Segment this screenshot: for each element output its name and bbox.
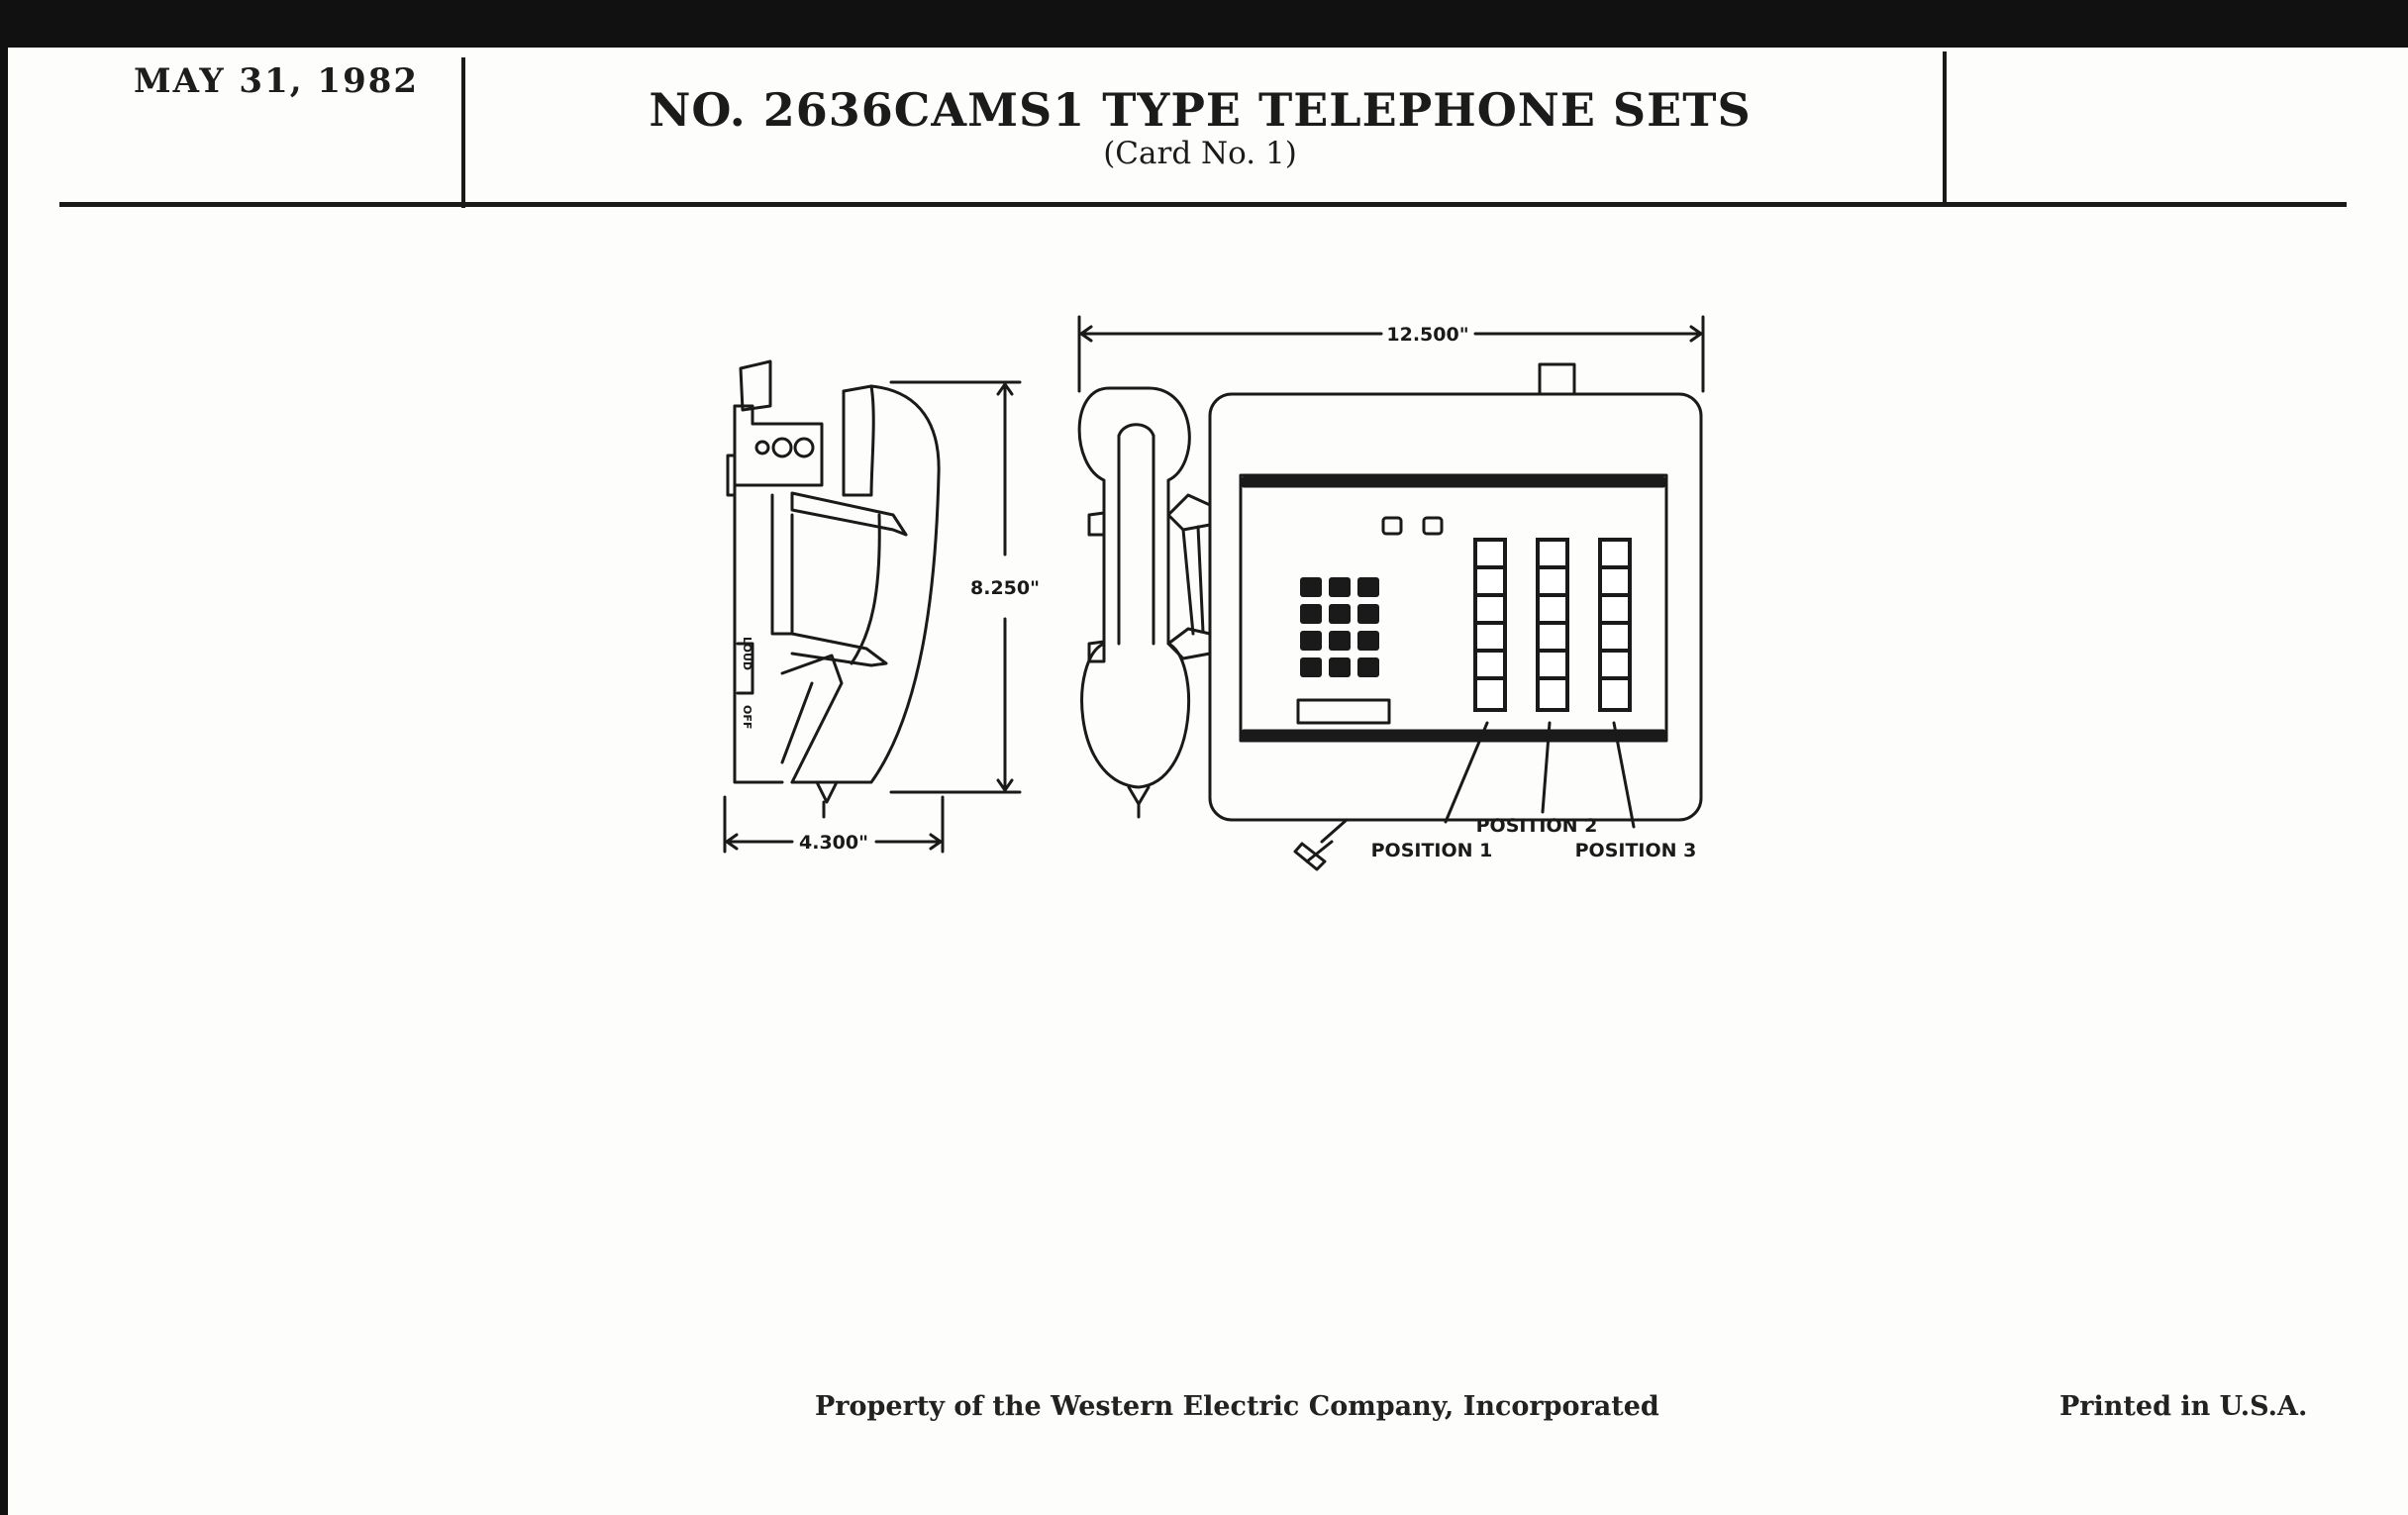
header-divider-right [1943,51,1947,202]
side-view [723,359,1022,854]
position-2-label: POSITION 2 [1476,815,1598,837]
depth-dimension-label: 4.300" [799,832,868,854]
property-notice: Property of the Western Electric Company… [815,1391,1659,1422]
position-1-label: POSITION 1 [1371,840,1493,861]
side-label-loud: LOUD [741,637,753,670]
header-rule [59,202,2347,207]
document-date: MAY 31, 1982 [134,61,420,101]
front-view [1077,315,1705,871]
document-subtitle: (Card No. 1) [1103,136,1297,171]
line-button-columns [1473,538,1632,712]
side-label-off: OFF [741,705,753,729]
dial-keypad [1300,577,1379,677]
document-card [8,48,2408,1515]
width-dimension-label: 12.500" [1386,324,1468,346]
position-3-label: POSITION 3 [1575,840,1697,861]
printed-notice: Printed in U.S.A. [2059,1391,2308,1422]
height-dimension-label: 8.250" [970,577,1040,599]
document-title: NO. 2636CAMS1 TYPE TELEPHONE SETS [649,83,1752,137]
document-title-block: NO. 2636CAMS1 TYPE TELEPHONE SETS (Card … [457,30,1943,171]
header-divider-left [461,57,465,208]
